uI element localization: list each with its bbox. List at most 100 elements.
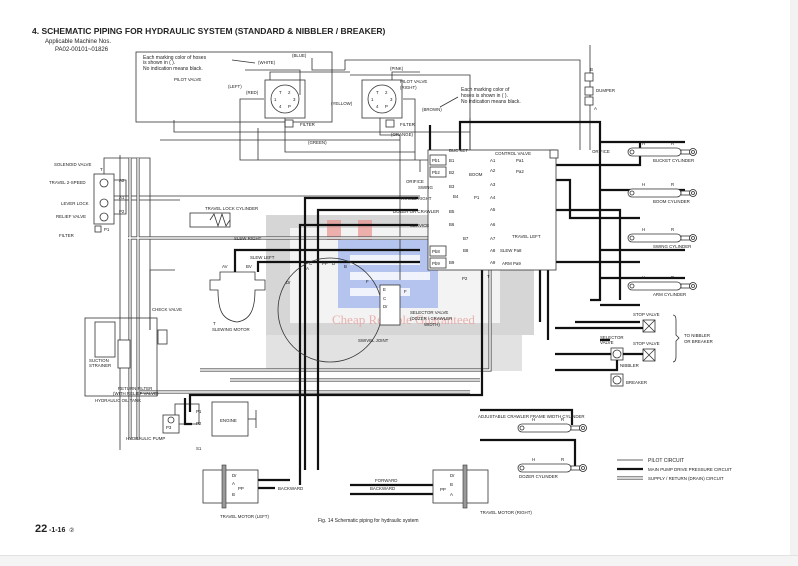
port-b6: B6 xyxy=(449,222,455,227)
travel-right-port-b: B xyxy=(450,482,453,487)
travel-left-port-b: B xyxy=(232,492,235,497)
cylinder-label: ADJUSTABLE CRAWLER FRAME WIDTH CYLINDER xyxy=(478,414,585,419)
arrow xyxy=(439,96,459,108)
solenoid-t-port: T xyxy=(100,167,103,172)
hose-note-right-3: No indication means black. xyxy=(461,99,521,105)
control-valve: CONTROL VALVE BUC KET BOOM ORIFICE ORIFI… xyxy=(393,148,610,281)
legend-item-thick: MAIN PUMP DRIVE PRESSURE CIRCUIT xyxy=(617,467,732,472)
slew-port-t: T xyxy=(213,321,216,326)
port-a2: A2 xyxy=(119,178,125,183)
selector-valve-attach-label-1: SELECTOR xyxy=(600,335,624,340)
svg-text:4: 4 xyxy=(376,104,379,109)
port-b7: B7 xyxy=(463,236,469,241)
port-a9: A9 xyxy=(490,260,496,265)
solenoid-filter-label: FILTER xyxy=(59,233,74,238)
port-b3: B3 xyxy=(449,184,455,189)
cylinder-port-h: H xyxy=(642,275,645,280)
selector-port-c: C xyxy=(383,296,386,301)
svg-text:T: T xyxy=(376,90,379,95)
strainer-label-2: STRAINER xyxy=(89,363,111,368)
legend-label: SUPPLY / RETURN (DRAIN) CIRCUIT xyxy=(648,476,724,481)
travel-lock-cylinder-label: TRAVEL LOCK CYLINDER xyxy=(205,206,258,211)
hydraulic-oil-tank: SUCTION STRAINER RETURN FILTER (WITH REL… xyxy=(84,317,159,403)
pilot-port-pb2: Pb2 xyxy=(432,170,440,175)
svg-text:T: T xyxy=(279,90,282,95)
travel-right-port-pp: PP xyxy=(440,487,446,492)
orifice-label-2: ORIFICE xyxy=(406,179,424,184)
slew-right-label: SLEW RIGHT xyxy=(234,236,262,241)
cylinder-label: SWING CYLINDER xyxy=(653,244,691,249)
svg-text:P: P xyxy=(288,104,291,109)
pilot-note-frame xyxy=(135,51,333,123)
check-valve xyxy=(157,329,168,345)
filter-label-left: FILTER xyxy=(300,122,315,127)
swivel-port-d: D xyxy=(332,261,335,266)
circuit-legend: PILOT CIRCUIT MAIN PUMP DRIVE PRESSURE CI… xyxy=(617,458,732,481)
travel-left-port-pp: PP xyxy=(238,486,244,491)
return-filter-label-1: RETURN FILTER xyxy=(118,386,152,391)
swivel-port-dr: Dr xyxy=(286,280,291,285)
page-bottom-edge xyxy=(0,555,798,566)
attachment-circuit: STOP VALVE STOP VALVE SELECTOR VALVE NIB… xyxy=(555,312,713,387)
pilot-port-pb1: Pb1 xyxy=(432,158,440,163)
pilot-valve-right-label: PILOT VALVE xyxy=(400,79,427,84)
travel-motor-right: Dr B PP A TRAVEL MOTOR (RIGHT) FORWARD B… xyxy=(370,464,532,515)
svg-text:4: 4 xyxy=(279,104,282,109)
cylinder-port-r: R xyxy=(561,457,564,462)
boom-section-label: BOOM xyxy=(469,172,483,177)
page-number-sub: -1-16 xyxy=(49,527,65,534)
figure-caption: Fig. 14 Schematic piping for hydraulic s… xyxy=(318,518,419,524)
selector-valve-label-2: (DOZER / CRAWLER xyxy=(410,316,452,321)
slewing-motor-label: SLEWING MOTOR xyxy=(212,327,250,332)
solenoid-row-travel-2speed: TRAVEL 2-SPEED xyxy=(49,180,86,185)
pump-port-p1: P1 xyxy=(196,409,202,414)
port-t: T xyxy=(487,274,490,279)
breaker-label: BREAKER xyxy=(626,380,647,385)
hose-color-red: (RED) xyxy=(246,90,259,95)
port-a5: A5 xyxy=(490,207,496,212)
check-valve-label: CHECK VALVE xyxy=(152,307,182,312)
cylinder-port-h: H xyxy=(532,457,535,462)
pump-port-p3: P3 xyxy=(166,425,172,430)
svg-text:3: 3 xyxy=(293,97,296,102)
pilot-port-dozer-crawler: DOZER OR CRAWLER xyxy=(393,209,439,214)
legend-label: PILOT CIRCUIT xyxy=(648,458,684,464)
port-b4: B4 xyxy=(453,194,459,199)
hose-note-right-1: Each marking color of xyxy=(461,87,510,93)
engine-label: ENGINE xyxy=(220,418,237,423)
pilot-port-travel-right: TRAVEL RIGHT xyxy=(400,196,432,201)
travel-motor-left: Dr A PP B TRAVEL MOTOR (LEFT) BACKWARD xyxy=(202,464,303,519)
port-p1: P1 xyxy=(474,195,480,200)
cylinder-port-h: H xyxy=(642,182,645,187)
cylinder-port-h: H xyxy=(532,417,535,422)
filter-label-right: FILTER xyxy=(400,122,415,127)
cylinder-label: ARM CYLINDER xyxy=(653,292,686,297)
control-valve-a-ports: A1 A2 A3 A4 A5 A6 A7 A8 A9 xyxy=(490,158,496,265)
arm-pa9-label: ARM Pa9 xyxy=(502,261,521,266)
selector-port-e: E xyxy=(383,287,386,292)
port-a3: A3 xyxy=(490,182,496,187)
port-b8: B8 xyxy=(463,248,469,253)
port-p2: P2 xyxy=(462,276,468,281)
pump-port-p2: P2 xyxy=(196,421,202,426)
backward-label-right: BACKWARD xyxy=(370,486,395,491)
cylinder-port-r: R xyxy=(561,417,564,422)
applicable-label: Applicable Machine Nos. xyxy=(45,39,111,45)
travel-motor-left-label: TRAVEL MOTOR (LEFT) xyxy=(220,514,269,519)
pilot-port-pb8: Pb8 xyxy=(432,249,440,254)
hose-note-right-2: hoses is shown in ( ). xyxy=(461,93,508,99)
cylinder-port-r: R xyxy=(671,227,674,232)
selector-valve-label-1: SELECTOR VALVE xyxy=(410,310,448,315)
travel-right-port-dr: Dr xyxy=(450,473,455,478)
hose-note-line-2: is shown in ( ). xyxy=(143,60,175,66)
pilot-port-pa2: Pa2 xyxy=(516,169,524,174)
port-a1: A1 xyxy=(119,195,125,200)
slew-port-bv: BV xyxy=(246,264,252,269)
